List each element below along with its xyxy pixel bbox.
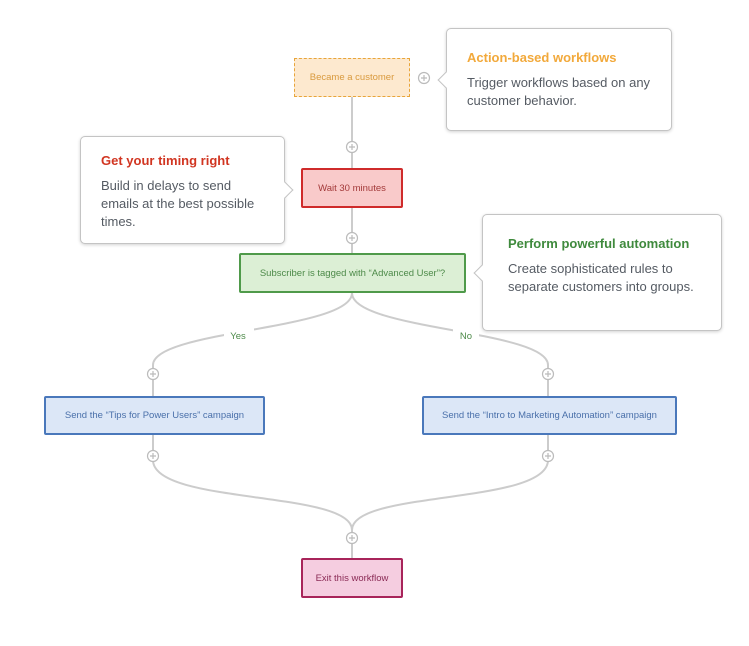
action-node-label: Send the “Tips for Power Users” campaign xyxy=(64,410,245,421)
add-step-icon[interactable] xyxy=(146,449,160,463)
add-step-icon[interactable] xyxy=(345,231,359,245)
trigger-node[interactable]: Became a customer xyxy=(294,58,410,97)
callout-timing: Get your timing right Build in delays to… xyxy=(80,136,294,244)
callout-action-based: Action-based workflows Trigger workflows… xyxy=(437,28,672,131)
action-node-intro-campaign[interactable]: Send the “Intro to Marketing Automation”… xyxy=(422,396,677,435)
add-step-icon[interactable] xyxy=(541,367,555,381)
connector-right-merge xyxy=(351,435,549,531)
callout-text: Trigger workflows based on any customer … xyxy=(467,75,651,108)
delay-node[interactable]: Wait 30 minutes xyxy=(301,168,403,208)
add-step-icon[interactable] xyxy=(345,531,359,545)
trigger-node-label: Became a customer xyxy=(309,72,395,83)
add-step-icon[interactable] xyxy=(541,449,555,463)
callout-automation: Perform powerful automation Create sophi… xyxy=(473,214,722,331)
delay-node-label: Wait 30 minutes xyxy=(318,182,386,194)
callout-title: Action-based workflows xyxy=(467,50,617,65)
add-step-icon[interactable] xyxy=(417,71,431,85)
connector-branch-yes xyxy=(152,292,353,396)
exit-node-label: Exit this workflow xyxy=(315,572,389,584)
connector-left-merge xyxy=(152,435,353,531)
add-step-icon[interactable] xyxy=(146,367,160,381)
add-step-icon[interactable] xyxy=(345,140,359,154)
callout-title: Get your timing right xyxy=(101,153,230,168)
exit-node[interactable]: Exit this workflow xyxy=(301,558,403,598)
branch-label-no: No xyxy=(460,331,472,342)
branch-label-backgrounds xyxy=(224,327,479,343)
condition-node[interactable]: Subscriber is tagged with “Advanced User… xyxy=(239,253,466,293)
action-node-tips-campaign[interactable]: Send the “Tips for Power Users” campaign xyxy=(44,396,265,435)
action-node-label: Send the “Intro to Marketing Automation”… xyxy=(442,410,657,421)
branch-label-yes: Yes xyxy=(230,331,246,342)
callout-text: Build in delays to send emails at the be… xyxy=(101,178,255,229)
callout-title: Perform powerful automation xyxy=(508,236,690,251)
callout-text: Create sophisticated rules to separate c… xyxy=(508,261,694,294)
condition-node-label: Subscriber is tagged with “Advanced User… xyxy=(259,267,446,279)
